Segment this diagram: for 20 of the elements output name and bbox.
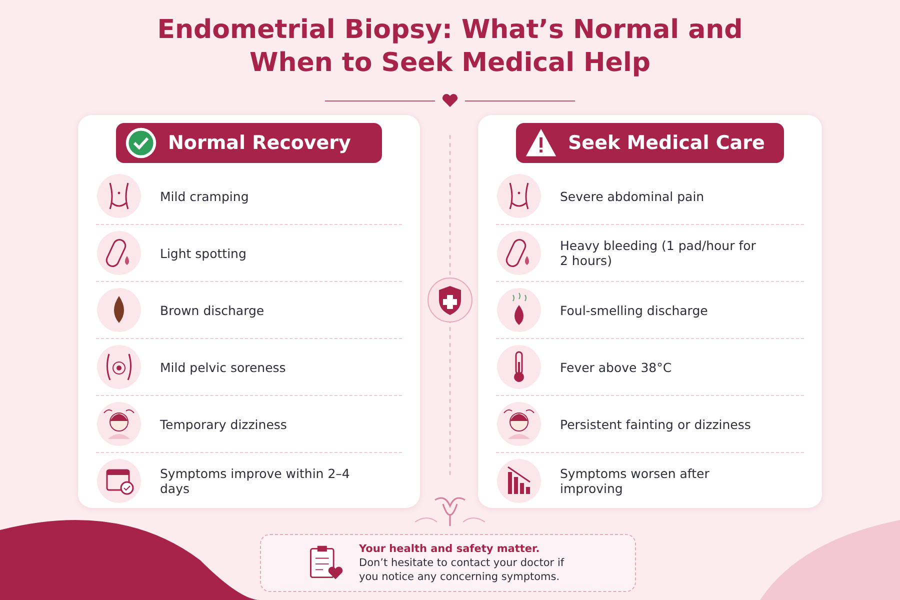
symptom-text: Temporary dizziness [160, 416, 287, 432]
symptom-text: Fever above 38°C [560, 360, 672, 374]
symptom-text: Persistent fainting or dizziness [560, 416, 751, 432]
note-heading: Your health and safety matter. [359, 542, 541, 556]
symptom-card [478, 115, 822, 508]
symptom-text: Symptoms improve within 2–4 days [160, 466, 351, 496]
symptom-text: Light spotting [160, 246, 246, 260]
symptom-text: Mild pelvic soreness [160, 360, 286, 374]
note-box [260, 534, 636, 592]
note-text: Don’t hesitate to contact your doctor if you notice any concerning symptoms. [359, 556, 566, 584]
symptom-card [78, 115, 420, 508]
symptom-text: Mild cramping [160, 188, 249, 204]
title: Endometrial Biopsy: What’s Normal and When to Seek Medical Help [156, 14, 744, 80]
heading-text: Seek Medical Care [568, 132, 765, 154]
symptom-text: Symptoms worsen after improving [560, 466, 710, 496]
heading-text: Normal Recovery [168, 132, 351, 154]
symptom-text: Brown discharge [160, 302, 264, 318]
symptom-text: Severe abdominal pain [560, 188, 704, 204]
symptom-text: Foul-smelling discharge [560, 302, 708, 318]
symptom-text: Heavy bleeding (1 pad/hour for 2 hours) [560, 238, 757, 268]
